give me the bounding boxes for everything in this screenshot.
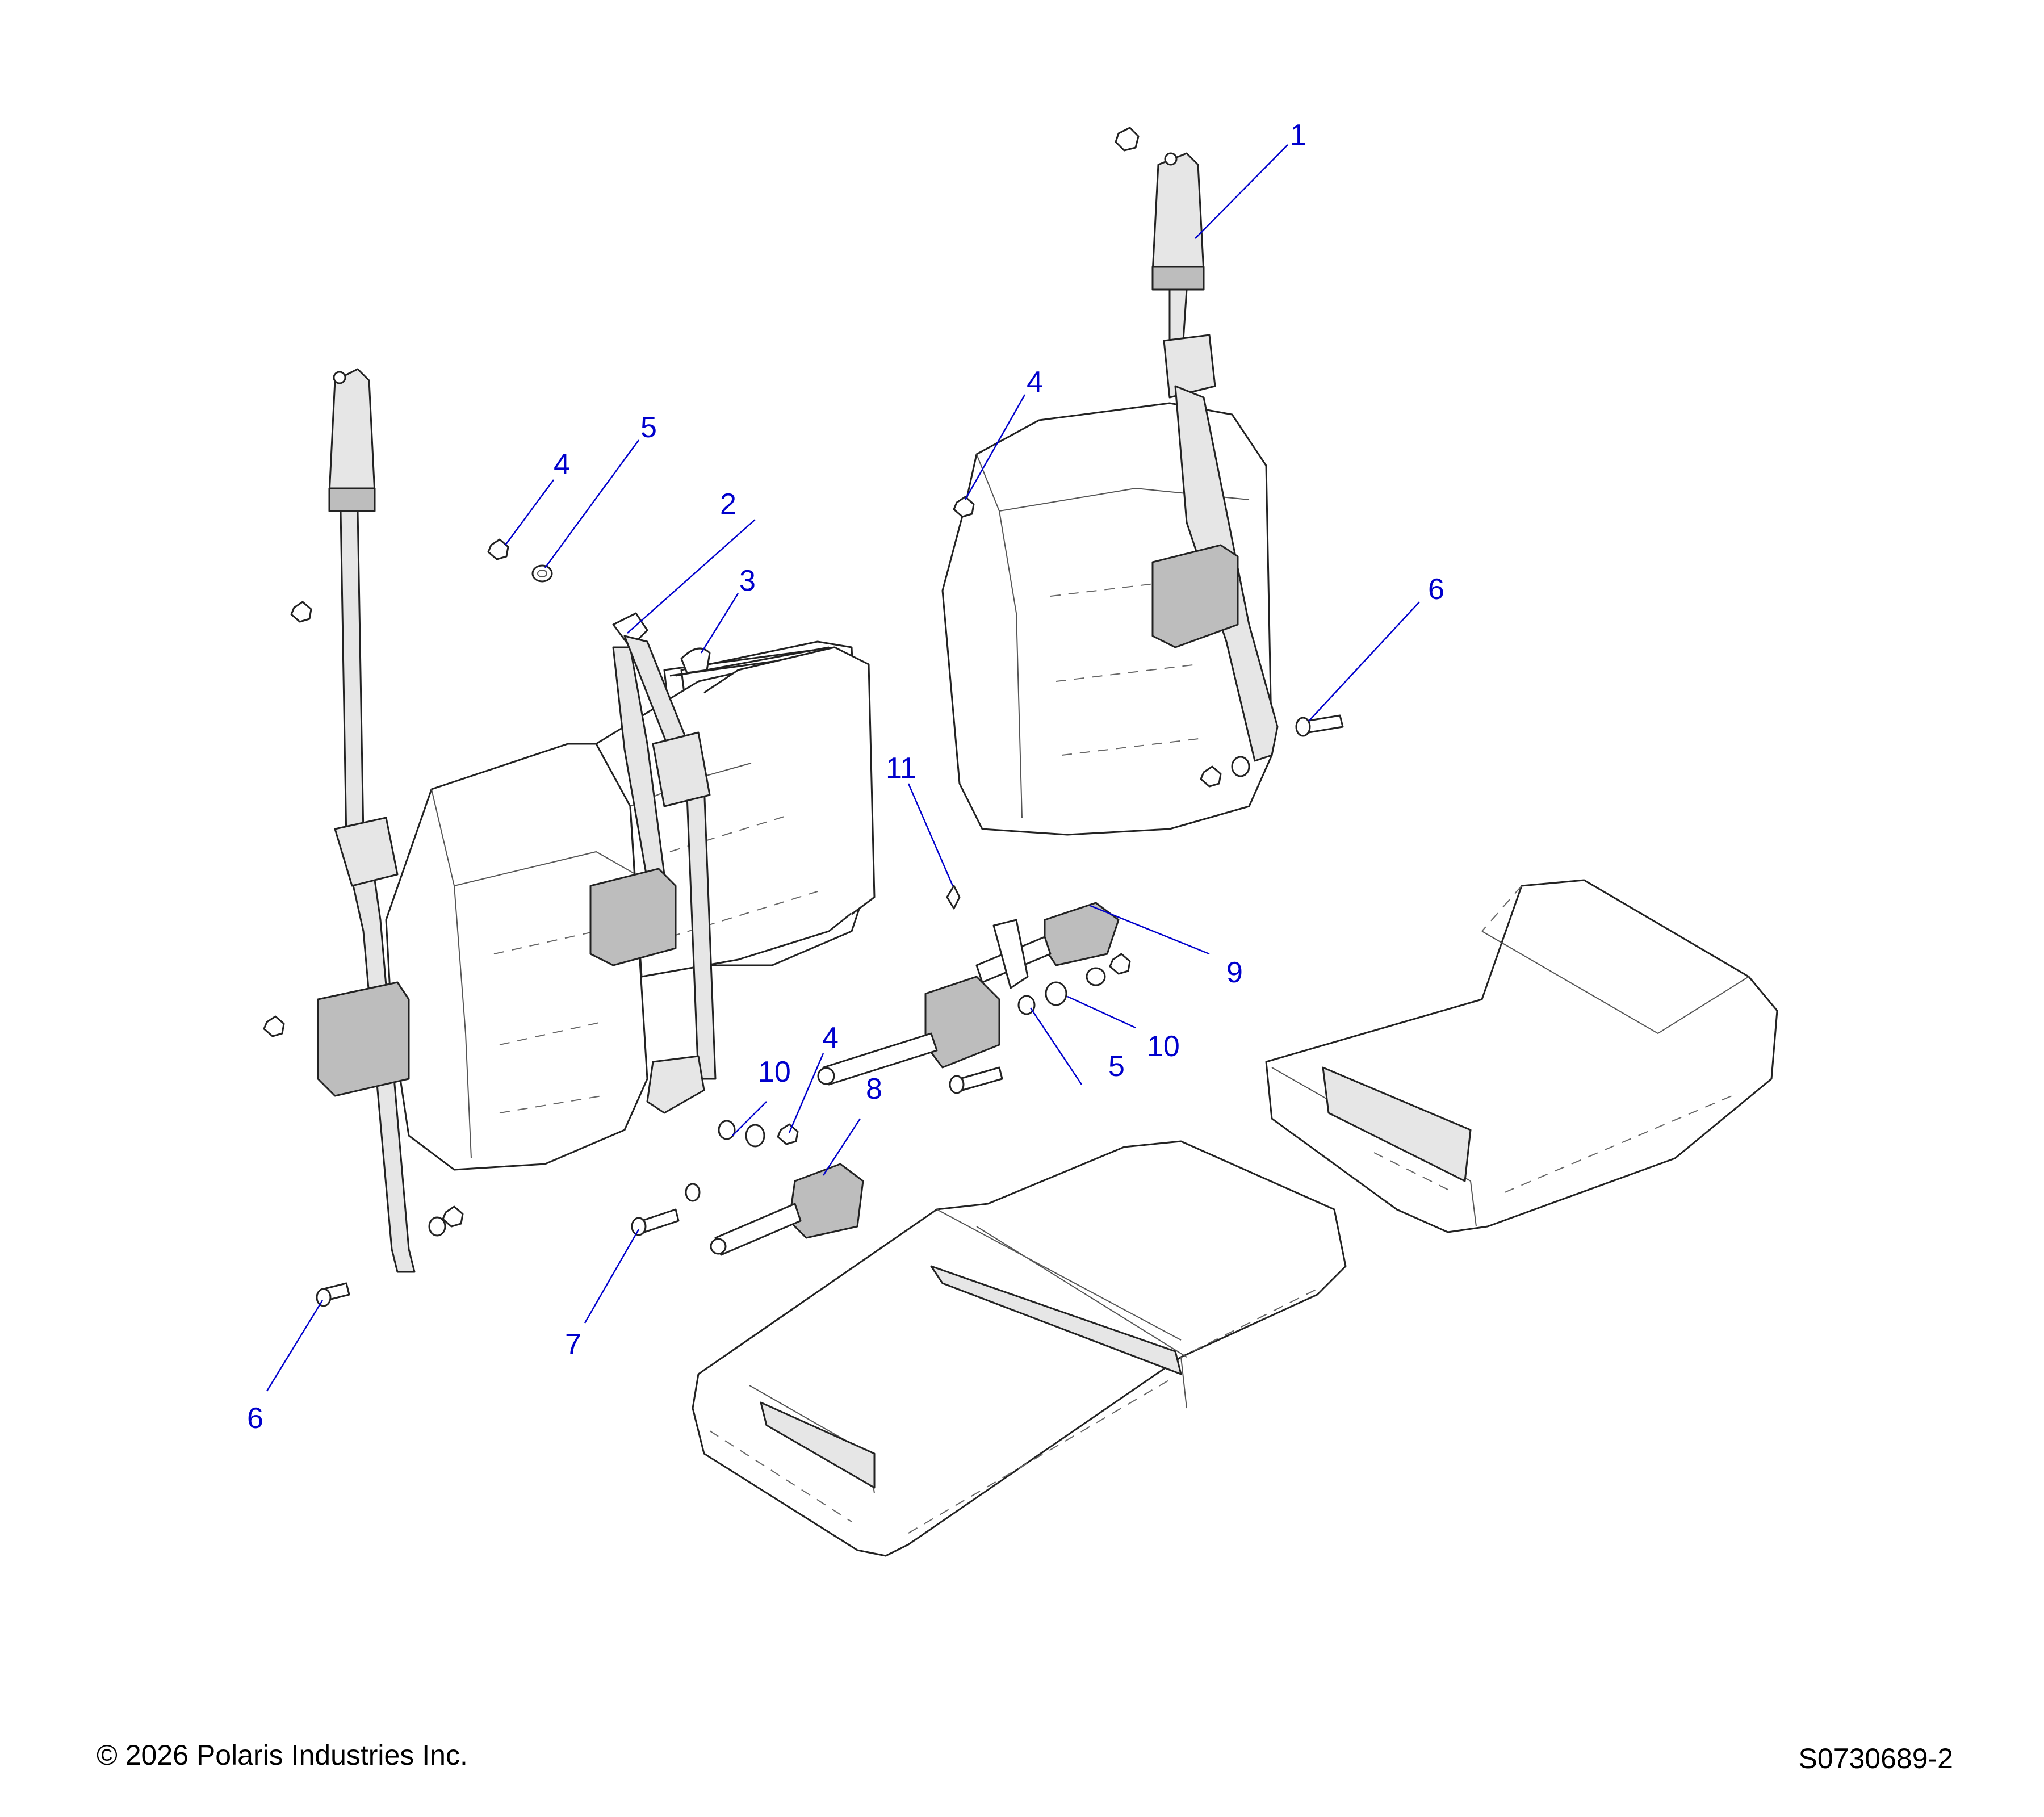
left-seat-bottom — [692, 1140, 1347, 1557]
center-seatbelt-assembly — [589, 612, 717, 1114]
callout-6-right: 6 — [1428, 573, 1444, 606]
callout-1: 1 — [1290, 119, 1306, 152]
callouts: 1 2 3 4 5 4 6 11 9 10 5 10 4 8 7 6 — [247, 119, 1444, 1435]
callout-4-right: 4 — [1027, 366, 1043, 399]
callout-5-right: 5 — [1108, 1050, 1125, 1083]
callout-4-left: 4 — [554, 448, 570, 481]
buckle-right — [975, 902, 1120, 989]
callout-11: 11 — [886, 752, 916, 785]
callout-4-center: 4 — [822, 1021, 839, 1054]
right-seat-bottom — [1265, 879, 1778, 1233]
buckle-left — [710, 1163, 864, 1256]
leader-lines — [266, 144, 1420, 1392]
callout-2: 2 — [720, 488, 736, 521]
document-number: S0730689-2 — [1798, 1743, 1953, 1774]
right-seatbelt-assembly — [1151, 152, 1279, 762]
callout-9: 9 — [1226, 956, 1243, 989]
callout-10-left: 10 — [758, 1056, 791, 1088]
callout-7: 7 — [565, 1328, 581, 1361]
copyright-text: © 2026 Polaris Industries Inc. — [97, 1739, 468, 1771]
callout-6-left: 6 — [247, 1402, 263, 1435]
left-outer-seatbelt-assembly — [317, 368, 416, 1273]
hardware — [263, 127, 1344, 1307]
buckle-center — [817, 976, 1000, 1086]
callout-8: 8 — [866, 1073, 882, 1106]
callout-3: 3 — [739, 564, 756, 597]
callout-10-right: 10 — [1147, 1030, 1180, 1063]
callout-5-left: 5 — [640, 411, 657, 444]
